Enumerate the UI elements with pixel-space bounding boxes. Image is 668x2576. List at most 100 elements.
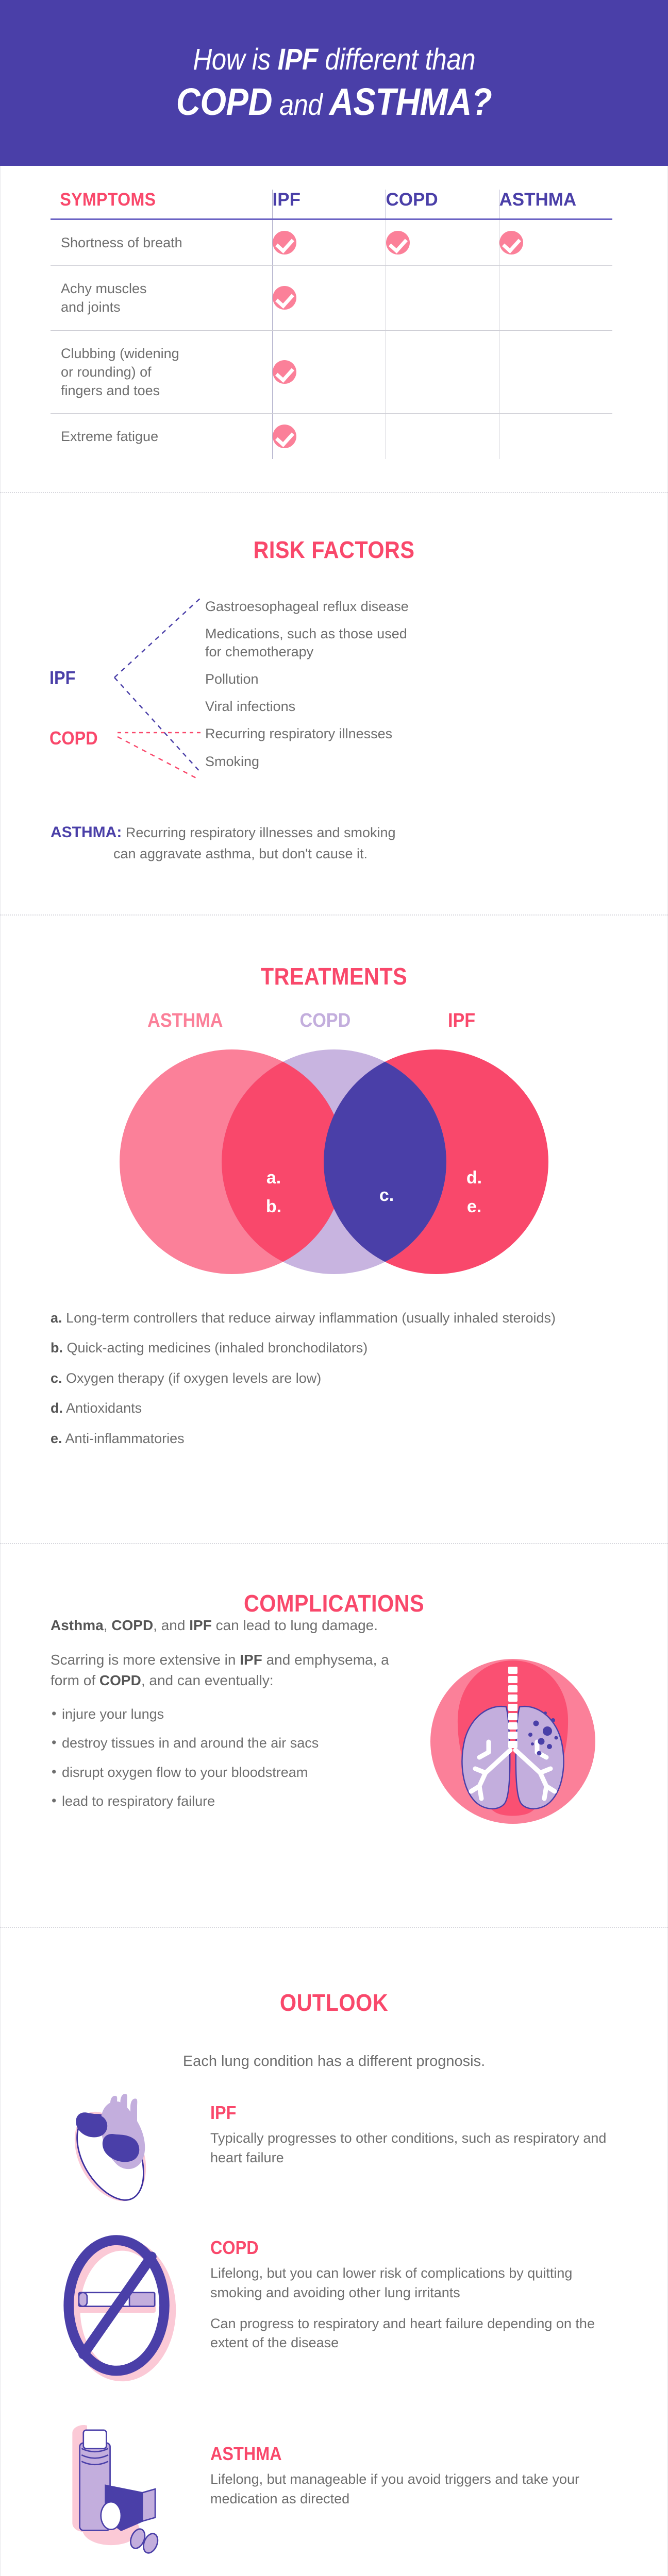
canister-neck — [82, 2429, 107, 2449]
complications-bullet-list: injure your lungs destroy tissues in and… — [51, 1704, 401, 1811]
symptom-cell-asthma — [498, 265, 612, 331]
connector-ipf-up — [114, 596, 203, 678]
check-icon — [272, 425, 296, 449]
connector-copd-down — [117, 736, 199, 781]
aorta-3 — [130, 2098, 138, 2125]
venn-region-label-e: e. — [467, 1197, 481, 1216]
outlook-title-ipf: IPF — [210, 2102, 237, 2123]
treatment-text: Anti-inflammatories — [65, 1430, 185, 1446]
outlook-desc-ipf: Typically progresses to other conditions… — [210, 2130, 607, 2165]
treatment-text: Antioxidants — [66, 1400, 142, 1416]
section-divider — [0, 492, 668, 493]
canister-ring-2 — [81, 2454, 109, 2459]
header-text-how-is: How is — [193, 43, 278, 76]
heart-icon — [74, 2094, 146, 2201]
comp-p2-e: , and can eventually: — [141, 1672, 274, 1689]
treatment-item: a. Long-term controllers that reduce air… — [51, 1309, 628, 1327]
header-title-line-2: COPD and ASTHMA? — [176, 80, 492, 124]
venn-region-label-a: a. — [266, 1168, 281, 1188]
table-row: Shortness of breath — [51, 219, 612, 266]
risk-factor-item: Viral infections — [205, 699, 296, 715]
comp-p2-a: Scarring is more extensive in — [51, 1651, 240, 1668]
complications-body: Asthma, COPD, and IPF can lead to lung d… — [51, 1615, 401, 1821]
risk-asthma-text-2: can aggravate asthma, but don't cause it… — [113, 845, 368, 861]
check-icon — [386, 231, 410, 255]
treatment-key: b. — [51, 1340, 63, 1356]
comp-p2-c: and emphysema, a form of — [51, 1651, 389, 1689]
header-text-different-than: different than — [318, 43, 475, 76]
symptoms-table-wrap: SYMPTOMS IPF COPD ASTHMA Shortness of br… — [51, 190, 612, 460]
risk-factor-item: Gastroesophageal reflux disease — [205, 599, 409, 614]
venn-label-ipf: IPF — [447, 1010, 476, 1031]
symptom-cell-copd — [385, 265, 499, 331]
symptoms-header-row: SYMPTOMS IPF COPD ASTHMA — [51, 190, 612, 220]
col-header-copd: COPD — [385, 190, 499, 220]
inhaler-mouthpiece-side — [141, 2488, 156, 2522]
col-header-asthma: ASTHMA — [498, 190, 612, 220]
treatment-text: Quick-acting medicines (inhaled bronchod… — [66, 1340, 368, 1356]
bronchial-tree — [469, 1739, 557, 1801]
lungs-illustration-icon — [430, 1659, 595, 1824]
canister-ring-1 — [81, 2448, 109, 2453]
page-header: How is IPF different than COPD and ASTHM… — [0, 0, 668, 166]
comp-p2-ipf: IPF — [240, 1651, 262, 1668]
symptom-cell-asthma — [498, 330, 612, 414]
risk-label-ipf: IPF — [49, 667, 76, 688]
aorta-1 — [110, 2095, 118, 2122]
treatment-text: Oxygen therapy (if oxygen levels are low… — [66, 1370, 322, 1386]
risk-asthma-text-1: Recurring respiratory illnesses and smok… — [122, 825, 396, 840]
risk-factor-item: Medications, such as those used for chem… — [205, 626, 407, 660]
outlook-desc-asthma: Lifelong, but manageable if you avoid tr… — [210, 2471, 579, 2506]
outlook-text-copd: COPD Lifelong, but you can lower risk of… — [210, 2237, 623, 2364]
comp-term-asthma: Asthma — [51, 1617, 104, 1633]
comp-sep-2: , and — [153, 1617, 190, 1633]
treatment-item: e. Anti-inflammatories — [51, 1429, 628, 1448]
inhaler-opening — [100, 2501, 122, 2531]
outlook-text-ipf: IPF Typically progresses to other condit… — [210, 2102, 623, 2179]
venn-overlap-copd-ipf — [324, 1049, 446, 1274]
comp-tail: can lead to lung damage. — [211, 1617, 378, 1633]
treatment-text: Long-term controllers that reduce airway… — [66, 1310, 556, 1326]
section-divider — [0, 1543, 668, 1544]
pill-1 — [130, 2528, 146, 2549]
header-title-line-1: How is IPF different than — [193, 42, 475, 77]
check-icon — [272, 231, 296, 255]
risk-connector-lines — [114, 596, 203, 781]
comp-sep-1: , — [103, 1617, 112, 1633]
col-header-symptoms: SYMPTOMS — [51, 190, 255, 220]
section-title-risk-factors: RISK FACTORS — [253, 536, 415, 563]
symptom-cell-ipf — [272, 219, 386, 266]
heart-chamber — [102, 2134, 140, 2162]
symptom-cell-copd — [385, 330, 499, 414]
treatment-key: a. — [51, 1310, 62, 1326]
venn-diagram: a. b. c. d. e. — [120, 1049, 548, 1274]
cigarette-ember — [78, 2292, 88, 2307]
pill-2 — [143, 2533, 159, 2554]
treatment-key: c. — [51, 1370, 62, 1386]
symptom-cell-asthma — [498, 219, 612, 266]
symptoms-table-body: Shortness of breath Achy muscles and joi… — [51, 219, 612, 460]
risk-factor-item: Recurring respiratory illnesses — [205, 726, 393, 742]
symptom-cell-copd — [385, 219, 499, 266]
risk-asthma-note: ASTHMA: Recurring respiratory illnesses … — [51, 822, 623, 863]
complications-paragraph-1: Asthma, COPD, and IPF can lead to lung d… — [51, 1615, 401, 1636]
symptom-cell-copd — [385, 413, 499, 460]
risk-asthma-lead: ASTHMA: — [51, 824, 122, 841]
list-item: disrupt oxygen flow to your bloodstream — [51, 1762, 401, 1782]
outlook-title-copd: COPD — [210, 2237, 259, 2258]
comp-term-copd: COPD — [111, 1617, 154, 1633]
symptom-label: Clubbing (widening or rounding) of finge… — [51, 330, 272, 414]
list-item: injure your lungs — [51, 1704, 401, 1723]
col-header-ipf: IPF — [272, 190, 386, 220]
header-text-copd: COPD — [176, 80, 273, 123]
risk-factor-list: Gastroesophageal reflux disease Medicati… — [205, 598, 597, 780]
symptoms-table: SYMPTOMS IPF COPD ASTHMA Shortness of br… — [51, 190, 612, 460]
no-smoking-icon — [63, 2235, 176, 2382]
header-text-and: and — [272, 89, 329, 122]
treatment-item: b. Quick-acting medicines (inhaled bronc… — [51, 1338, 628, 1357]
treatment-item: c. Oxygen therapy (if oxygen levels are … — [51, 1369, 628, 1387]
trachea — [508, 1667, 517, 1748]
table-row: Clubbing (widening or rounding) of finge… — [51, 330, 612, 414]
outlook-desc-copd-2: Can progress to respiratory and heart fa… — [210, 2315, 595, 2351]
